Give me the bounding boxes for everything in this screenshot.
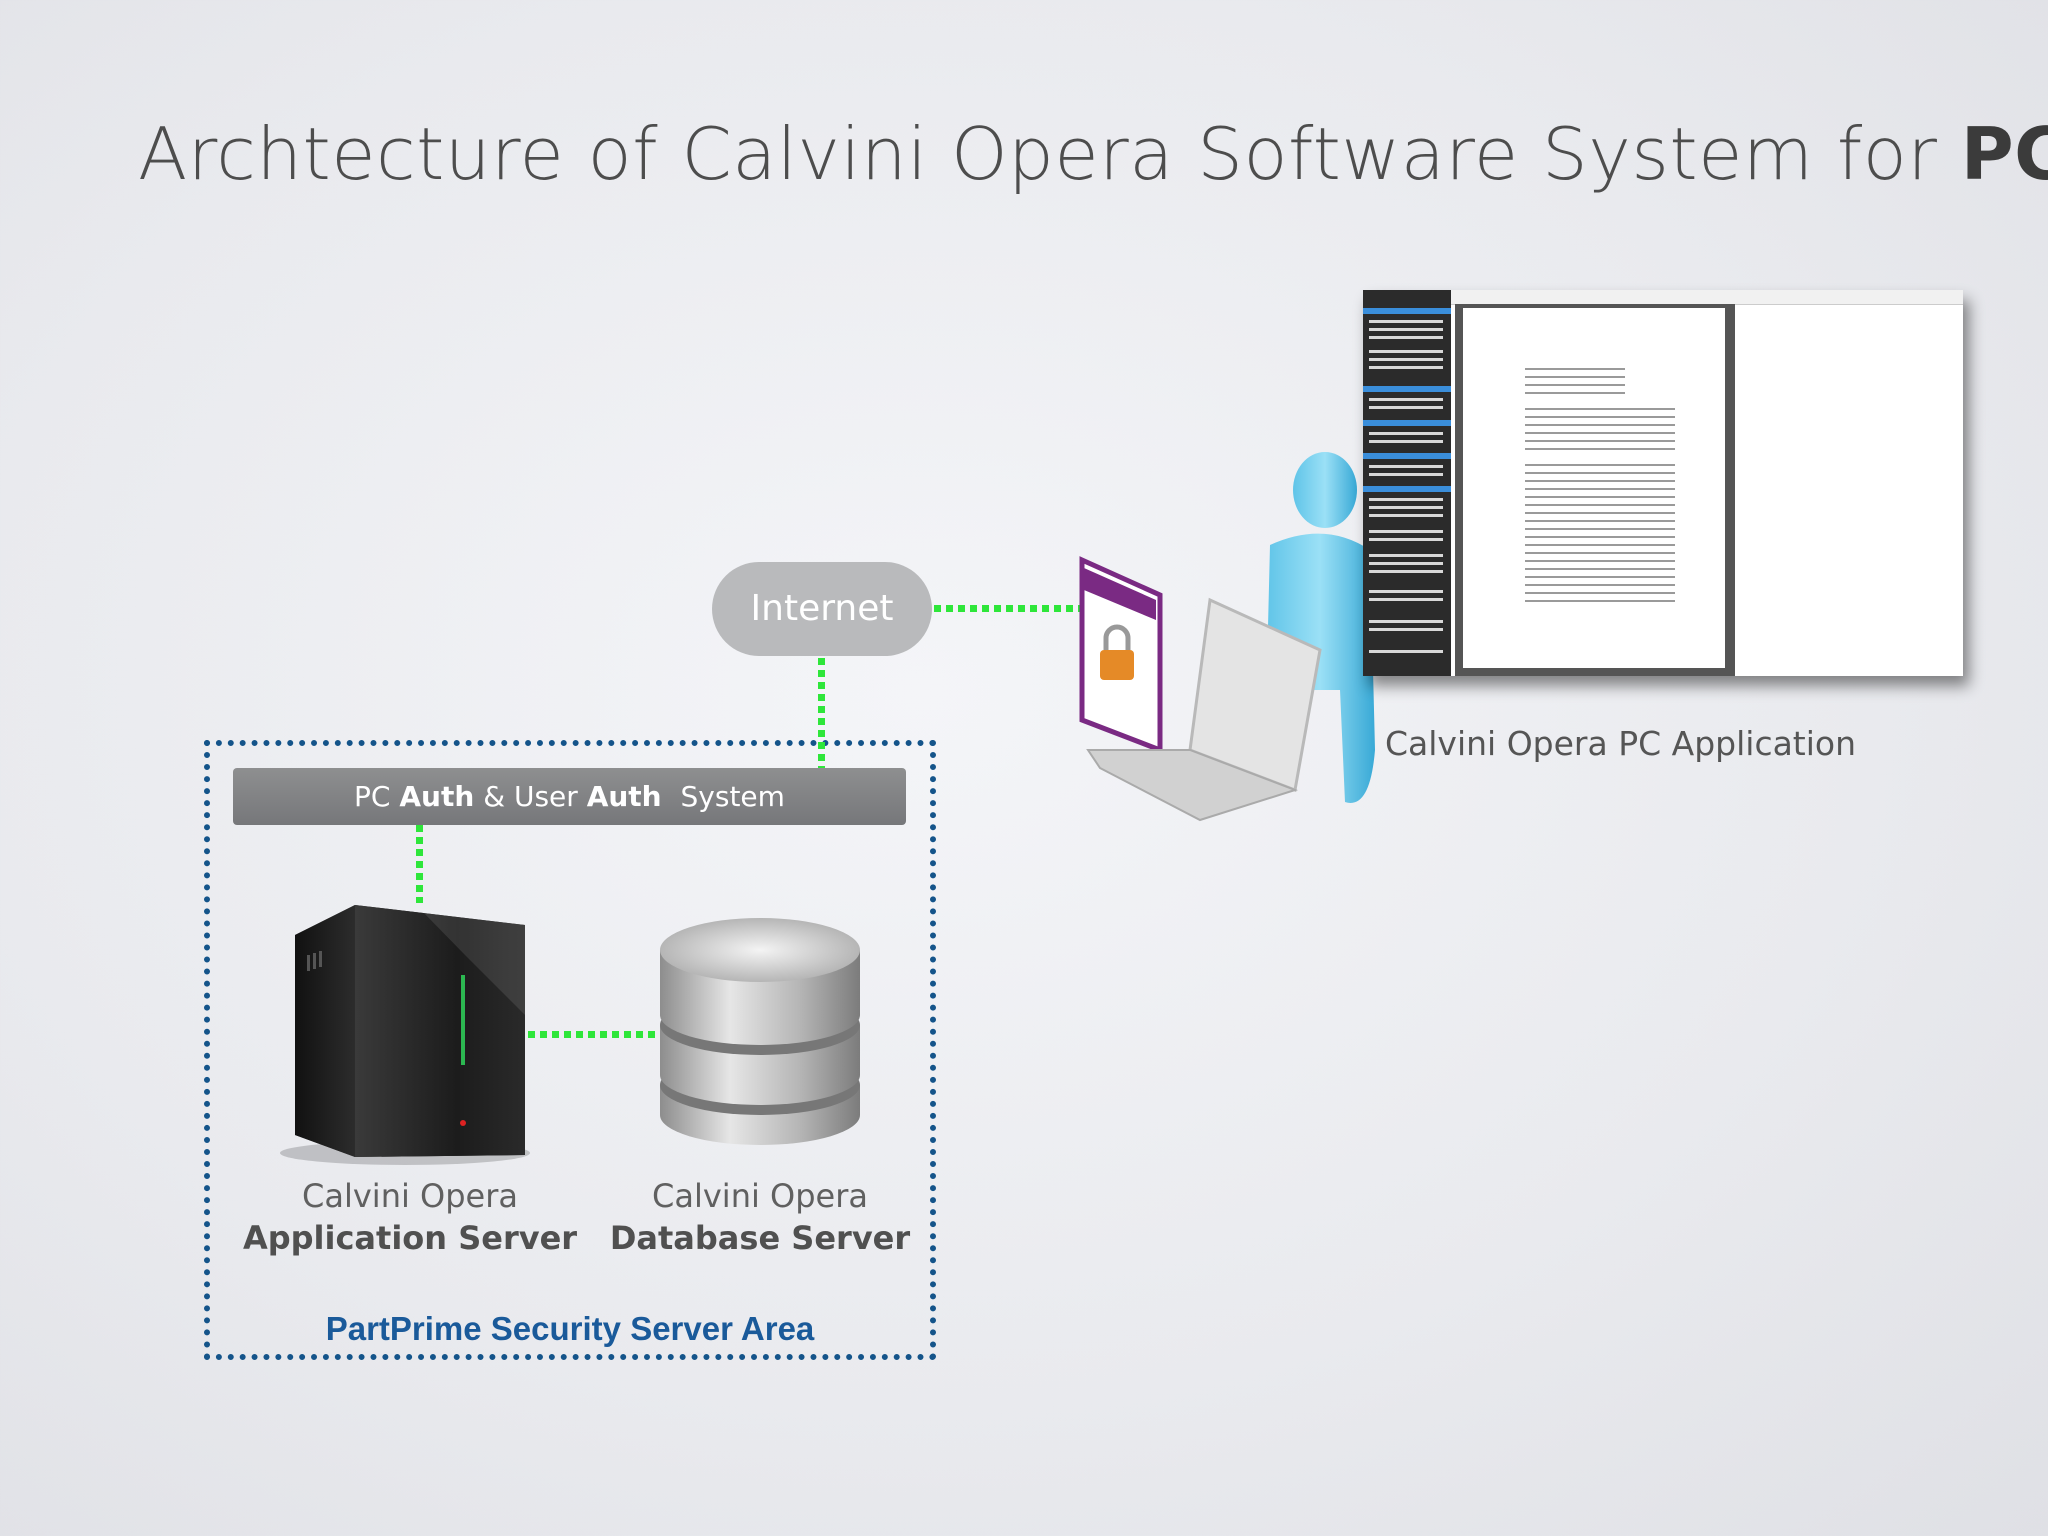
auth-system-bar: PC Auth & User Auth System: [233, 768, 906, 825]
app-toolbar: [1451, 290, 1963, 305]
app-server-line2: Application Server: [242, 1219, 578, 1257]
db-server-caption: Calvini Opera Database Server: [580, 1175, 940, 1259]
auth-part2: Auth: [399, 780, 475, 813]
db-server-line1: Calvini Opera: [652, 1177, 868, 1215]
link-internet-to-auth: [818, 658, 825, 768]
app-server-icon: [280, 905, 530, 1165]
pc-application-caption: Calvini Opera PC Application: [1385, 724, 1857, 763]
app-document-page: [1463, 308, 1725, 668]
link-internet-to-pc: [934, 605, 1094, 612]
link-appserver-to-db: [528, 1031, 666, 1038]
page-title: Archtecture of Calvini Opera Software Sy…: [138, 112, 2048, 212]
app-server-caption: Calvini Opera Application Server: [230, 1175, 590, 1259]
app-sidebar: [1363, 290, 1451, 676]
auth-part5: System: [680, 780, 785, 813]
database-server-icon: [660, 918, 860, 1145]
security-zone-border: [204, 740, 936, 1360]
app-server-line1: Calvini Opera: [302, 1177, 518, 1215]
title-text: Archtecture of Calvini Opera Software Sy…: [138, 112, 1938, 196]
db-server-line2: Database Server: [609, 1219, 911, 1257]
app-document-viewer: [1455, 304, 1735, 676]
link-auth-to-appserver: [416, 825, 423, 903]
title-bold: PC: [1960, 112, 2048, 196]
internet-node: Internet: [712, 562, 932, 656]
auth-part4: Auth: [586, 780, 662, 813]
auth-part3: & User: [483, 780, 578, 813]
security-zone-label: PartPrime Security Server Area: [325, 1310, 815, 1347]
auth-part1: PC: [354, 780, 391, 813]
pc-application-window: [1363, 290, 1963, 676]
user-with-laptop-icon: [1079, 452, 1375, 822]
